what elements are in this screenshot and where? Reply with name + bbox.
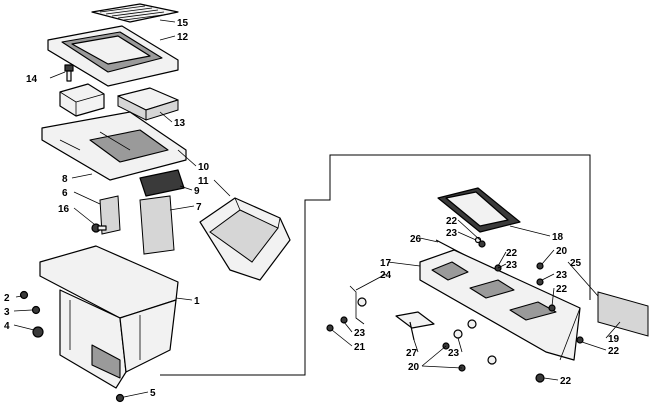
part-4-clamp [32, 326, 44, 338]
part-15-grille [91, 3, 179, 23]
callout-21: 21 [354, 342, 366, 353]
callout-4: 4 [4, 321, 10, 332]
part-16-bolt [91, 223, 107, 233]
part-19-filter [597, 291, 649, 337]
callout-8: 8 [62, 174, 68, 185]
callout-26: 26 [410, 234, 422, 245]
callout-25: 25 [570, 258, 582, 269]
fastener-washers [326, 236, 584, 383]
part-14-screw [64, 64, 74, 82]
callout-18: 18 [552, 232, 564, 243]
callout-7: 7 [196, 202, 202, 213]
part-2-screw [19, 290, 29, 300]
callout-22-c: 22 [556, 284, 568, 295]
part-12-intake-lid [47, 25, 179, 87]
callout-20-a: 20 [556, 246, 568, 257]
callout-23-c: 23 [556, 270, 568, 281]
callout-23-d: 23 [354, 328, 366, 339]
callout-9: 9 [194, 186, 200, 197]
callout-2: 2 [4, 293, 10, 304]
callout-23-b: 23 [506, 260, 518, 271]
callout-22-a: 22 [446, 216, 458, 227]
callout-24: 24 [380, 270, 392, 281]
callout-22-e: 22 [560, 376, 572, 387]
part-8-base-tray [41, 111, 187, 181]
callout-20-b: 20 [408, 362, 420, 373]
part-18-grille [437, 187, 521, 233]
callout-14: 14 [26, 74, 38, 85]
callout-27: 27 [406, 348, 418, 359]
part-1-airbox-housing [39, 245, 179, 389]
part-6-foam-pad [99, 195, 121, 235]
callout-10: 10 [198, 162, 210, 173]
callout-23-a: 23 [446, 228, 458, 239]
callout-labels: 15 12 14 13 10 11 8 6 9 16 7 2 1 3 4 5 2… [4, 18, 620, 399]
part-11-duct [199, 197, 291, 281]
callout-15: 15 [177, 18, 189, 29]
callout-23-e: 23 [448, 348, 460, 359]
part-27-bracket [395, 311, 435, 341]
callout-6: 6 [62, 188, 68, 199]
callout-1: 1 [194, 296, 200, 307]
callout-17: 17 [380, 258, 392, 269]
part-3-screw [31, 305, 41, 315]
part-9-blocks [139, 169, 185, 197]
callout-22-d: 22 [608, 346, 620, 357]
part-24-wire-bracket [349, 285, 365, 325]
part-17-secondary-housing [419, 249, 581, 361]
leader-lines [13, 19, 621, 398]
callout-11: 11 [198, 176, 209, 187]
callout-19: 19 [608, 334, 620, 345]
part-5-screw [115, 393, 125, 403]
callout-12: 12 [177, 32, 189, 43]
part-13-filter [117, 87, 179, 121]
callout-3: 3 [4, 307, 10, 318]
assembly-frame-lines [160, 154, 591, 376]
callout-13: 13 [174, 118, 186, 129]
callout-16: 16 [58, 204, 70, 215]
mounting-bracket [59, 83, 105, 117]
callout-5: 5 [150, 388, 156, 399]
part-7-foam-pad [139, 195, 175, 255]
callout-22-b: 22 [506, 248, 518, 259]
